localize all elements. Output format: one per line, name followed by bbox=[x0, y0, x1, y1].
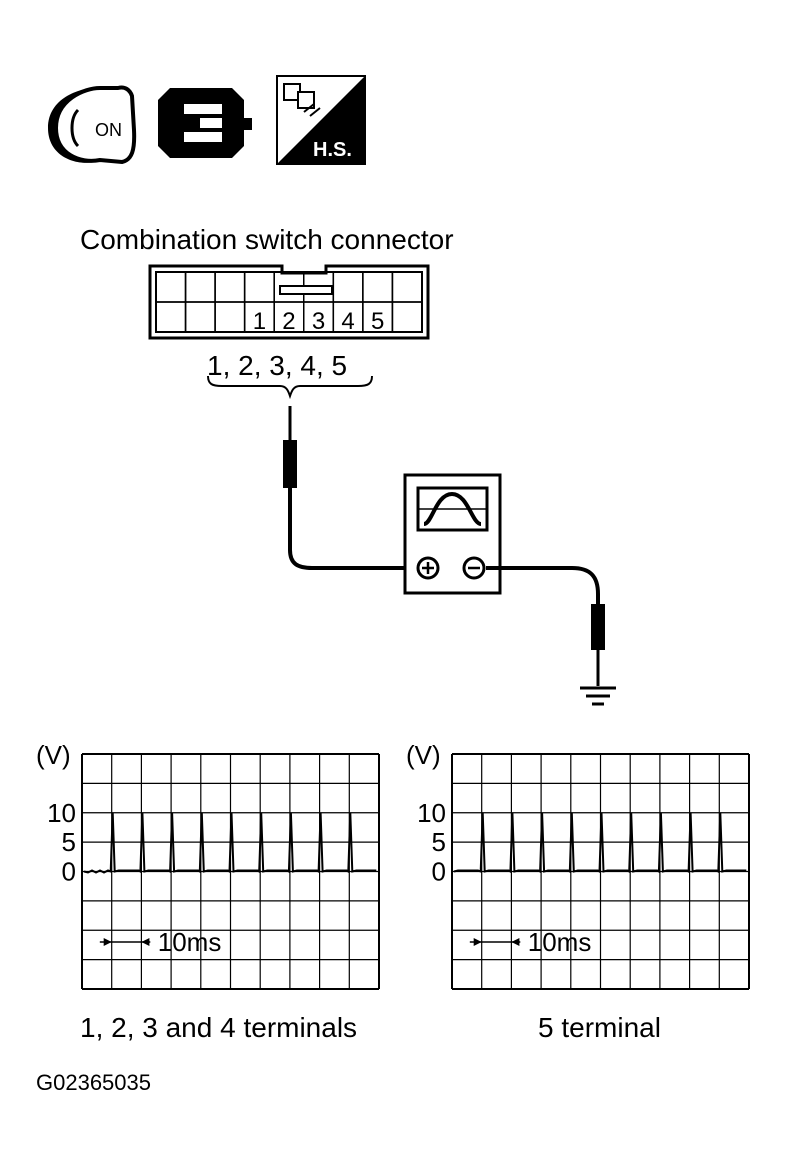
ground-icon bbox=[580, 686, 616, 706]
positive-terminal-icon bbox=[416, 556, 440, 580]
figure-code: G02365035 bbox=[36, 1070, 151, 1095]
connector-cavity bbox=[391, 301, 423, 333]
connector-lock-tab bbox=[279, 285, 333, 295]
connector-cavities bbox=[155, 271, 423, 333]
terminal-number-5: 5 bbox=[371, 308, 384, 335]
negative-probe-icon bbox=[591, 604, 605, 650]
ignition-key-icon: ON bbox=[48, 85, 137, 165]
time-scale-arrow-left bbox=[511, 938, 520, 946]
positive-probe-lead bbox=[283, 406, 412, 570]
connector-icon bbox=[158, 88, 252, 158]
ground-lead bbox=[486, 566, 616, 706]
harness-hs-icon: H.S. bbox=[276, 75, 366, 165]
connector-title: Combination switch connector bbox=[80, 224, 454, 255]
y-axis-unit: (V) bbox=[406, 740, 441, 770]
terminal-number-1: 1 bbox=[253, 308, 266, 335]
y-tick-label: 5 bbox=[432, 827, 446, 857]
time-scale-label: 10ms bbox=[528, 927, 592, 957]
y-axis-unit: (V) bbox=[36, 740, 71, 770]
ignition-on-label: ON bbox=[95, 120, 122, 140]
time-scale-arrow-left bbox=[141, 938, 150, 946]
y-tick-label: 10 bbox=[417, 798, 446, 828]
time-scale-arrow-right bbox=[103, 938, 112, 946]
signal-trace bbox=[453, 812, 747, 874]
positive-probe-icon bbox=[283, 440, 297, 488]
y-tick-label: 0 bbox=[62, 857, 76, 887]
sine-wave-icon bbox=[423, 491, 482, 526]
terminal-number-3: 3 bbox=[312, 308, 325, 335]
time-scale-label: 10ms bbox=[158, 927, 222, 957]
connector-pins-label: 1, 2, 3, 4, 5 bbox=[207, 350, 348, 381]
time-scale-arrow-right bbox=[473, 938, 482, 946]
y-tick-label: 10 bbox=[47, 798, 76, 828]
chart-caption-terminals-1-4: 1, 2, 3 and 4 terminals bbox=[80, 1012, 358, 1043]
y-tick-label: 5 bbox=[62, 827, 76, 857]
harness-hs-label: H.S. bbox=[313, 139, 352, 161]
pins-brace bbox=[207, 375, 373, 400]
negative-terminal-icon bbox=[462, 556, 486, 580]
signal-trace bbox=[83, 812, 377, 874]
terminal-number-4: 4 bbox=[341, 308, 354, 335]
terminal-number-2: 2 bbox=[282, 308, 295, 335]
y-tick-label: 0 bbox=[432, 857, 446, 887]
oscilloscope bbox=[403, 473, 502, 595]
chart-caption-terminal-5: 5 terminal bbox=[538, 1012, 661, 1043]
